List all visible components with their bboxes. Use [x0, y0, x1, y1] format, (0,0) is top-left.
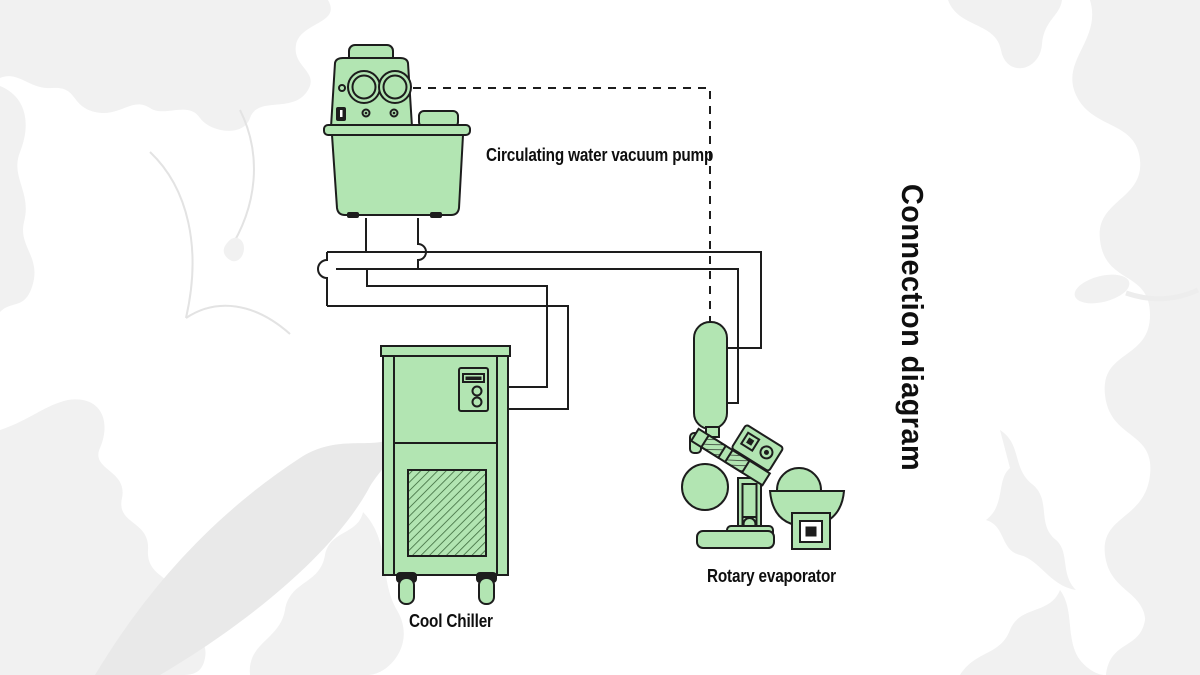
chiller-button-top	[471, 385, 483, 397]
chiller-caster-right	[476, 572, 497, 605]
pump-knob-left	[361, 108, 371, 118]
page-title: Connection diagram	[895, 184, 930, 472]
connection-pipes	[317, 218, 762, 410]
bath-controller	[791, 512, 831, 550]
evaporator-condenser	[693, 321, 728, 430]
vacuum-pump-illustration	[323, 44, 471, 218]
pump-water-tank	[330, 134, 465, 216]
chiller-vent-grille	[407, 469, 487, 557]
chiller-display	[462, 373, 485, 383]
receiving-flask	[681, 463, 729, 511]
vacuum-pump-label: Circulating water vacuum pump	[486, 145, 714, 165]
chiller-button-bottom	[471, 396, 483, 408]
evaporator-base	[696, 530, 775, 549]
pump-knob-right	[389, 108, 399, 118]
cool-chiller-illustration	[380, 345, 511, 605]
rotary-evaporator-illustration	[681, 321, 846, 550]
chiller-caster-left	[396, 572, 417, 605]
vacuum-hose-dashed-line	[413, 87, 711, 322]
cool-chiller-label: Cool Chiller	[409, 611, 493, 631]
chiller-top-cap	[380, 345, 511, 357]
vapor-duct-and-motor	[689, 424, 784, 487]
rotary-evaporator-label: Rotary evaporator	[707, 566, 836, 586]
pump-collar	[323, 124, 471, 136]
